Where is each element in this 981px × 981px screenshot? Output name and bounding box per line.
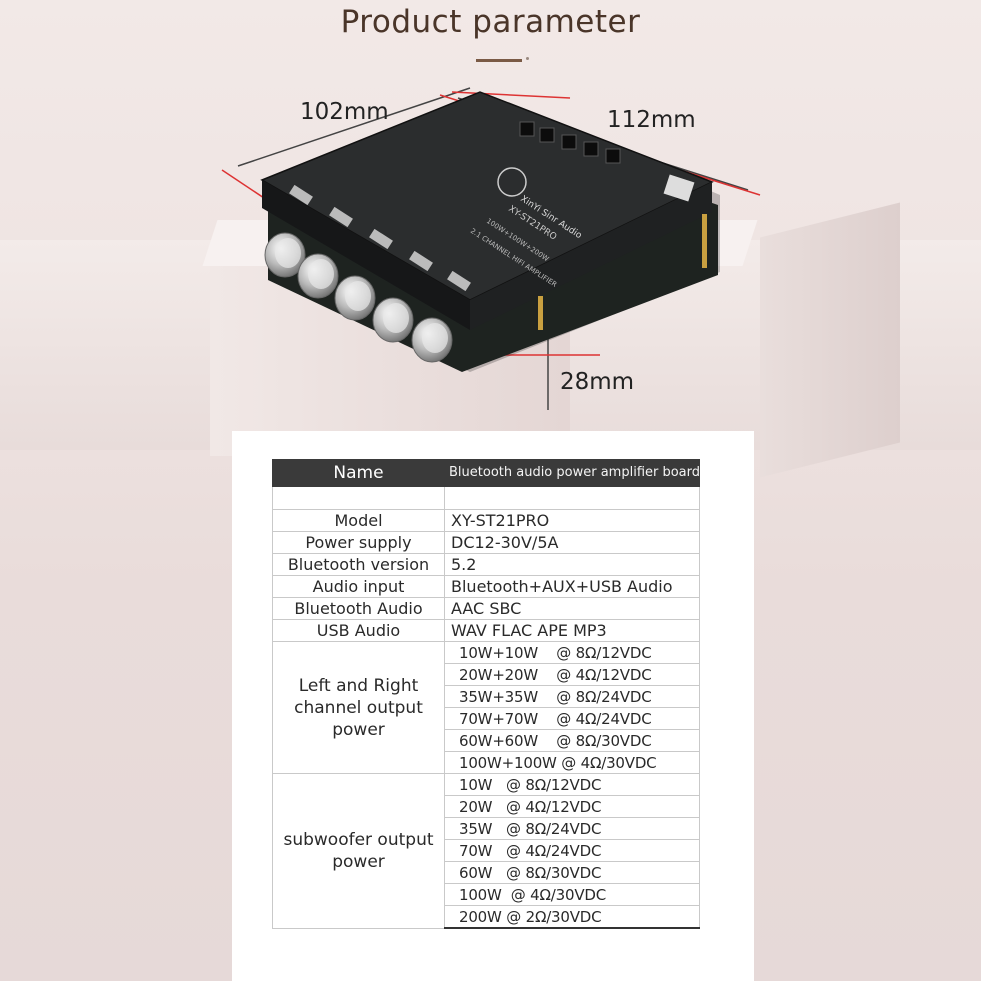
sub-power-value: 20W @ 4Ω/12VDC (444, 795, 700, 818)
sub-power-label: subwoofer output power (272, 773, 445, 929)
spec-value: WAV FLAC APE MP3 (444, 619, 700, 642)
table-row: 35W+35W @ 8Ω/24VDC (273, 685, 700, 708)
sub-power-value: 100W @ 4Ω/30VDC (444, 883, 700, 906)
lr-power-value: 60W+60W @ 8Ω/30VDC (444, 729, 700, 752)
lr-power-value: 20W+20W @ 4Ω/12VDC (444, 663, 700, 686)
spec-label: USB Audio (272, 619, 445, 642)
page-title: Product parameter (340, 4, 641, 40)
sub-power-value: 10W @ 8Ω/12VDC (444, 773, 700, 796)
table-row: Power supply DC12-30V/5A (272, 531, 700, 554)
spec-blank-row (272, 486, 700, 510)
spec-label: Bluetooth version (272, 553, 445, 576)
table-row: 100W+100W @ 4Ω/30VDC (273, 751, 700, 774)
sub-power-value: 60W @ 8Ω/30VDC (444, 861, 700, 884)
sub-power-value: 200W @ 2Ω/30VDC (444, 905, 700, 929)
table-row: 200W @ 2Ω/30VDC (273, 905, 700, 929)
sub-power-value: 70W @ 4Ω/24VDC (444, 839, 700, 862)
table-row: Audio input Bluetooth+AUX+USB Audio (272, 575, 700, 598)
spec-label: Bluetooth Audio (272, 597, 445, 620)
lr-power-value: 35W+35W @ 8Ω/24VDC (444, 685, 700, 708)
spec-value: AAC SBC (444, 597, 700, 620)
sub-power-value: 35W @ 8Ω/24VDC (444, 817, 700, 840)
lr-power-label: Left and Right channel output power (272, 641, 445, 774)
spec-value: DC12-30V/5A (444, 531, 700, 554)
amplifier-board-illustration: XinYi Sinr Audio XY-ST21PRO 100W+100W+20… (221, 87, 761, 410)
depth-dimension-label: 112mm (607, 107, 696, 133)
spec-label: Power supply (272, 531, 445, 554)
table-row: 20W+20W @ 4Ω/12VDC (273, 663, 700, 686)
spec-value: XY-ST21PRO (444, 509, 700, 532)
red-guide-top (451, 91, 571, 99)
spec-table: Name Bluetooth audio power amplifier boa… (272, 459, 700, 929)
header-value: Bluetooth audio power amplifier board (444, 459, 700, 487)
table-row: Model XY-ST21PRO (272, 509, 700, 532)
height-dimension-label: 28mm (560, 369, 635, 395)
lr-power-value: 70W+70W @ 4Ω/24VDC (444, 707, 700, 730)
table-row: Bluetooth version 5.2 (272, 553, 700, 576)
table-row: Bluetooth Audio AAC SBC (272, 597, 700, 620)
width-dimension-line (237, 87, 471, 167)
spec-table-header: Name Bluetooth audio power amplifier boa… (272, 459, 700, 487)
table-row: 35W @ 8Ω/24VDC (273, 817, 700, 840)
table-row: 60W+60W @ 8Ω/30VDC (273, 729, 700, 752)
spec-value: Bluetooth+AUX+USB Audio (444, 575, 700, 598)
title-dot (526, 57, 529, 60)
table-row: 100W @ 4Ω/30VDC (273, 883, 700, 906)
width-dimension-label: 102mm (300, 99, 389, 125)
spec-label: Model (272, 509, 445, 532)
spec-value: 5.2 (444, 553, 700, 576)
table-row: subwoofer output power 10W @ 8Ω/12VDC (272, 773, 700, 929)
knobs (264, 232, 453, 363)
title-underline (476, 59, 522, 62)
table-row: Left and Right channel output power 10W+… (272, 641, 700, 774)
spec-label: Audio input (272, 575, 445, 598)
lr-power-value: 100W+100W @ 4Ω/30VDC (444, 751, 700, 774)
header-name: Name (272, 459, 445, 487)
lr-power-value: 10W+10W @ 8Ω/12VDC (444, 641, 700, 664)
table-row: USB Audio WAV FLAC APE MP3 (272, 619, 700, 642)
